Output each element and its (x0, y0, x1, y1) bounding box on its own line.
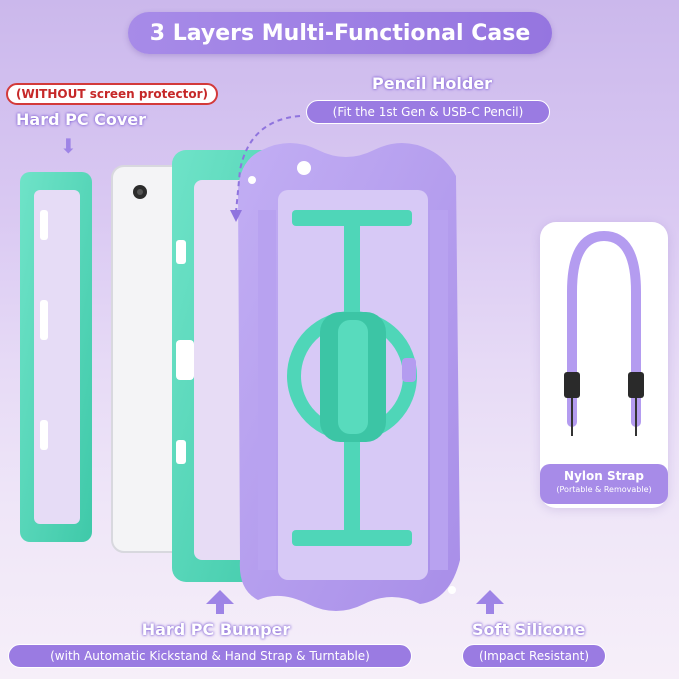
title-banner: 3 Layers Multi-Functional Case (128, 12, 552, 54)
nylon-strap-card: Nylon Strap (Portable & Removable) (540, 222, 668, 508)
pencil-holder-label: Pencil Holder (372, 74, 493, 93)
soft-silicone-label: Soft Silicone (472, 620, 586, 639)
hard-pc-bumper-label: Hard PC Bumper (141, 620, 291, 639)
kickstand-turntable (287, 210, 417, 546)
down-arrow-icon: ⬇ (60, 134, 77, 158)
soft-silicone-note: (Impact Resistant) (462, 644, 606, 668)
screen-protector-warning: (WITHOUT screen protector) (6, 83, 218, 105)
hard-pc-cover-part (20, 172, 92, 542)
hard-pc-cover-label: Hard PC Cover (16, 110, 147, 129)
nylon-strap-label: Nylon Strap (564, 469, 644, 483)
up-arrow-icon (206, 590, 234, 604)
nylon-strap-label-box: Nylon Strap (Portable & Removable) (540, 464, 668, 504)
hard-pc-bumper-note: (with Automatic Kickstand & Hand Strap &… (8, 644, 412, 668)
nylon-strap-note: (Portable & Removable) (556, 485, 652, 494)
strap-illustration (564, 230, 644, 436)
curved-dashed-arrow-icon (235, 115, 301, 213)
pencil-holder-note: (Fit the 1st Gen & USB-C Pencil) (306, 100, 550, 124)
